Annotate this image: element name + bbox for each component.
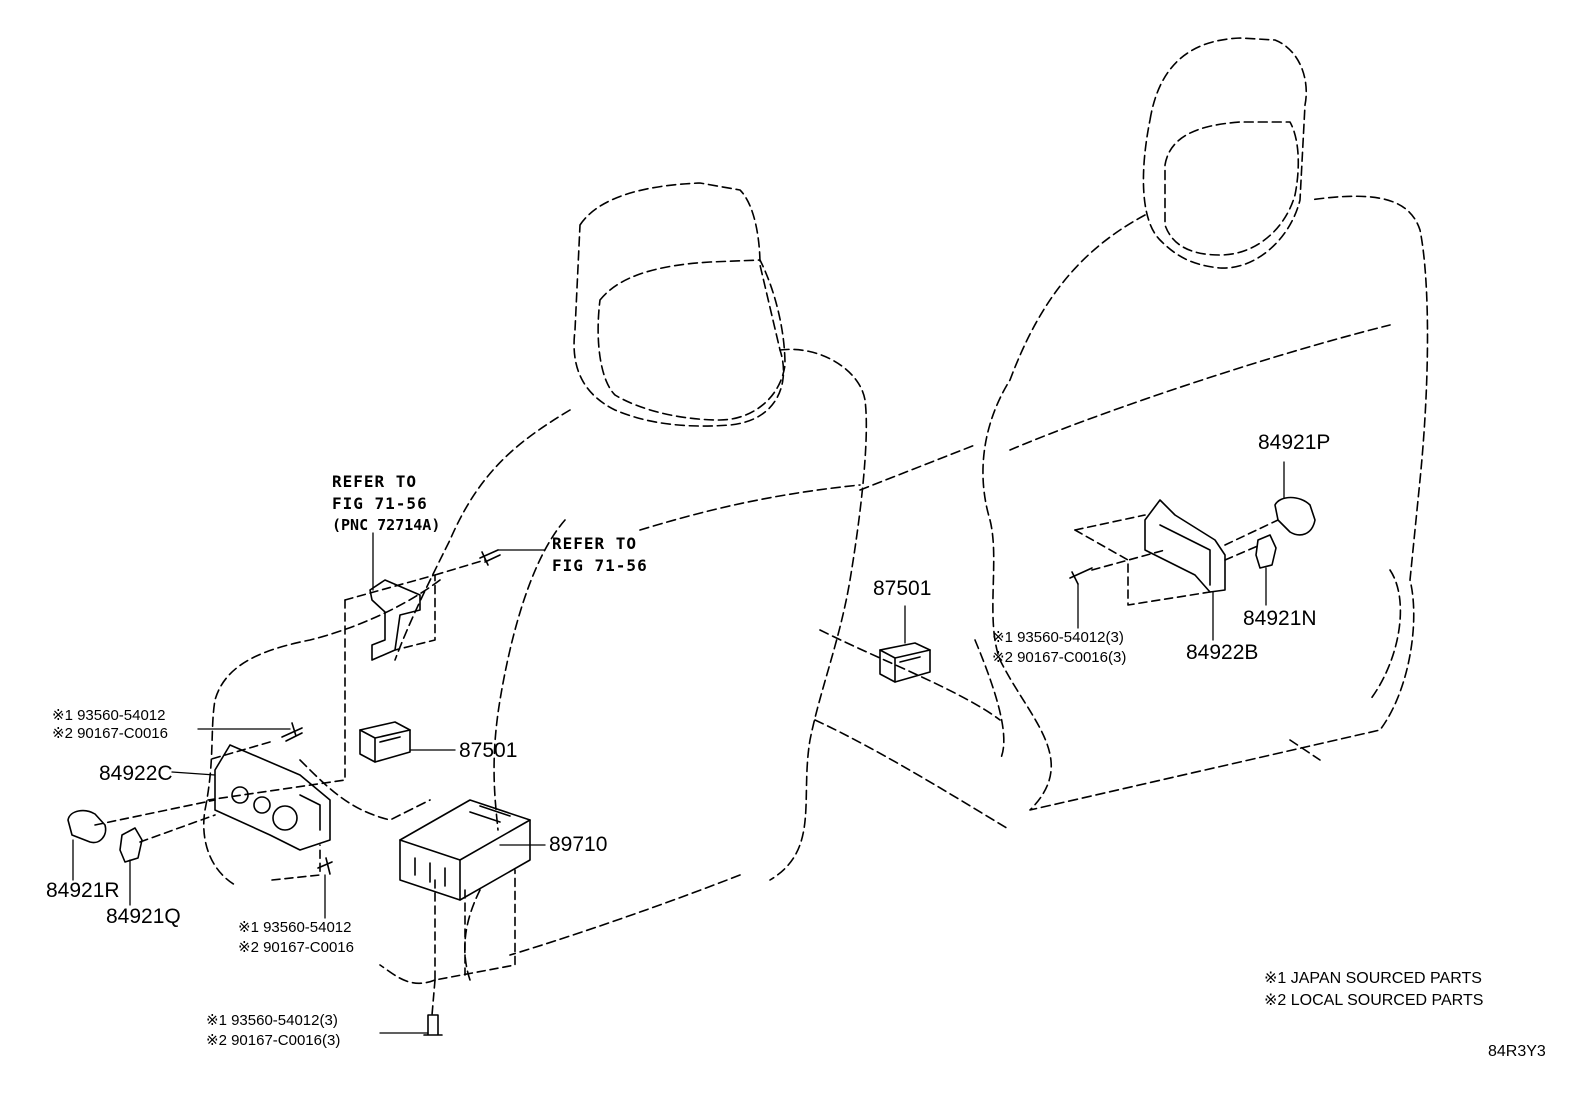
legend-japan: ※1 JAPAN SOURCED PARTS xyxy=(1264,970,1482,987)
bolt-left-lower-line2: ※2 90167-C0016 xyxy=(238,939,354,956)
legend-local: ※2 LOCAL SOURCED PARTS xyxy=(1264,992,1484,1009)
bolt-left-upper-line1: ※1 93560-54012 xyxy=(52,707,166,724)
refer-left-line1: REFER TO xyxy=(332,472,418,491)
ecu-89710-shape xyxy=(399,799,531,901)
sensor-87501-left-shape xyxy=(359,721,411,763)
diagram-code: 84R3Y3 xyxy=(1488,1043,1546,1060)
bolt-right-line1: ※1 93560-54012(3) xyxy=(992,629,1124,646)
knob-84921N-shape xyxy=(1255,534,1277,569)
bolt-icons xyxy=(281,549,1093,1036)
knob-84921P-shape xyxy=(1274,496,1316,536)
bolt-left-upper-line2: ※2 90167-C0016 xyxy=(52,725,168,742)
knob-84921Q-shape xyxy=(119,827,143,863)
part-84921N: 84921N xyxy=(1243,607,1317,630)
bolt-left-lower-line1: ※1 93560-54012 xyxy=(238,919,352,936)
part-84922C: 84922C xyxy=(99,762,173,785)
left-seat-outline xyxy=(203,182,868,985)
knob-84921R-shape xyxy=(67,809,107,844)
part-84921R: 84921R xyxy=(46,879,120,902)
part-89710: 89710 xyxy=(549,833,608,856)
bolt-bottom-line1: ※1 93560-54012(3) xyxy=(206,1012,338,1029)
refer-left-line2: FIG 71-56 xyxy=(332,494,428,513)
part-84922B: 84922B xyxy=(1186,641,1259,664)
refer-right-line2: FIG 71-56 xyxy=(552,556,648,575)
refer-right-line1: REFER TO xyxy=(552,534,638,553)
switch-84922C-shape xyxy=(214,744,331,851)
refer-left-line3: (PNC 72714A) xyxy=(332,516,441,534)
harness-bracket-shape xyxy=(369,579,421,661)
bolt-bottom-line2: ※2 90167-C0016(3) xyxy=(206,1032,341,1049)
leader-lines xyxy=(72,461,1285,1034)
right-seat-outline xyxy=(814,37,1429,831)
bolt-right-line2: ※2 90167-C0016(3) xyxy=(992,649,1127,666)
assembly-dashed-lines xyxy=(94,514,1279,1016)
part-84921Q: 84921Q xyxy=(106,905,181,928)
bracket-84922B-shape xyxy=(1144,499,1226,593)
part-87501-right: 87501 xyxy=(873,577,932,600)
part-84921P: 84921P xyxy=(1258,431,1331,454)
sensor-87501-right-shape xyxy=(879,642,931,683)
part-87501-left: 87501 xyxy=(459,739,518,762)
